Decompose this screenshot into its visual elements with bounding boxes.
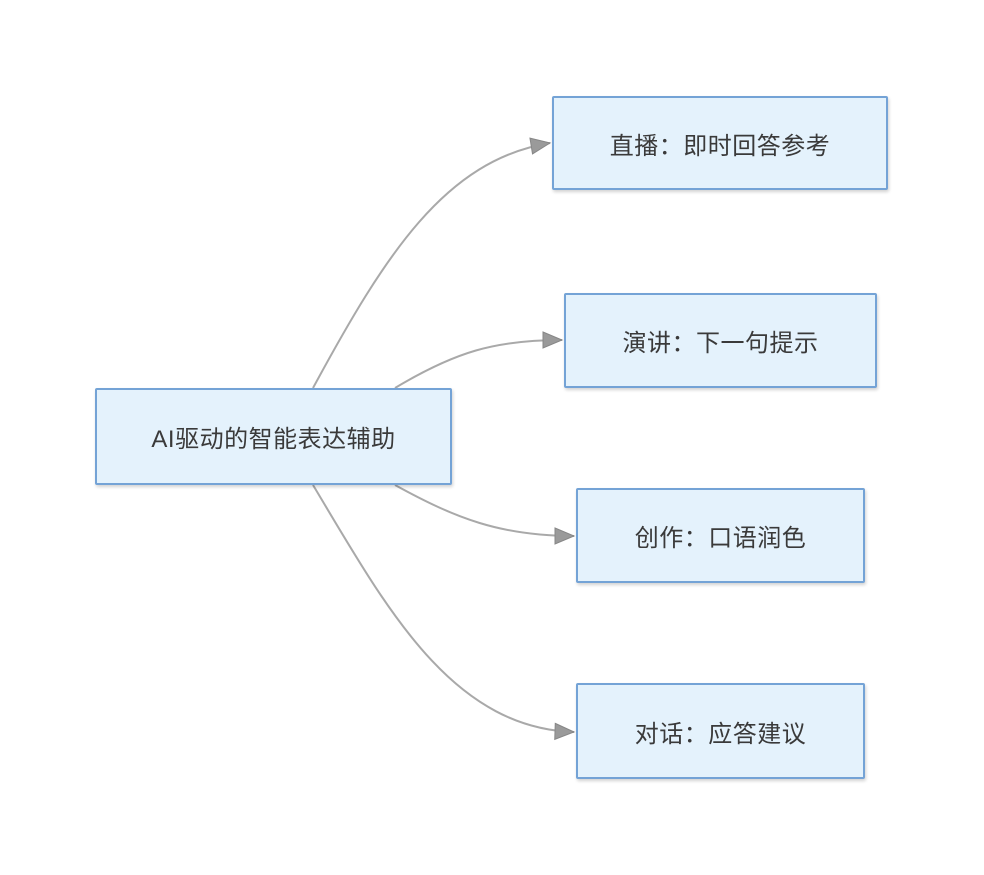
branch-node-live-label: 直播：即时回答参考 [609, 132, 831, 160]
connector-root-to-dialog [312, 484, 576, 741]
branch-node-speech-label: 演讲：下一句提示 [622, 330, 819, 357]
connector-root-to-speech [394, 331, 564, 389]
branch-node-speech[interactable]: 演讲：下一句提示 [564, 293, 877, 388]
branch-node-dialog-label: 对话：应答建议 [634, 720, 807, 748]
branch-node-create[interactable]: 创作：口语润色 [576, 488, 865, 583]
branch-node-dialog[interactable]: 对话：应答建议 [576, 683, 865, 779]
root-node-label: AI驱动的智能表达辅助 [151, 426, 396, 453]
connector-root-to-live [312, 137, 552, 389]
branch-node-create-label: 创作：口语润色 [634, 525, 807, 552]
branch-node-live[interactable]: 直播：即时回答参考 [552, 96, 888, 190]
connector-root-to-create [394, 484, 576, 545]
root-node[interactable]: AI驱动的智能表达辅助 [95, 388, 452, 485]
